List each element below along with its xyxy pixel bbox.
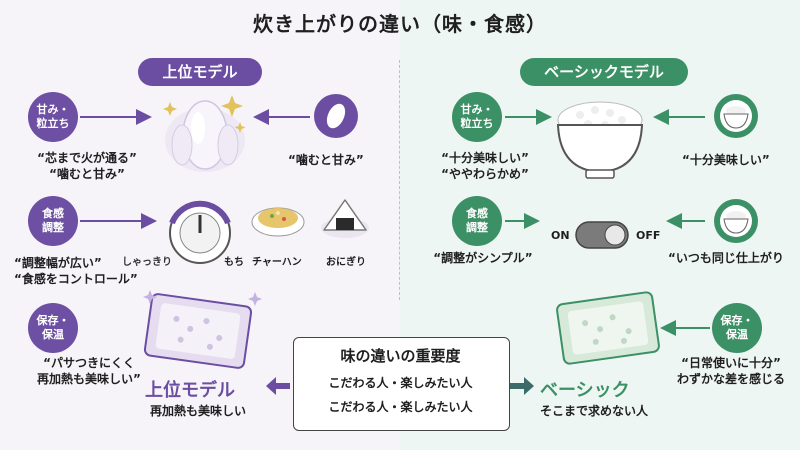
sparkle-icon [163, 95, 246, 133]
premium-bottom-caption: 再加熱も美味しい [150, 404, 247, 418]
onigiri-icon [321, 199, 369, 238]
rice-pack-icon [143, 293, 253, 369]
premium-bottom-label: 上位モデル [145, 380, 235, 401]
dial-icon [169, 200, 231, 264]
importance-line-1: こだわる人・楽しみたい人 [328, 376, 473, 390]
premium-label-storage: 保存・ 保温 [28, 303, 78, 353]
premium-graphics [80, 94, 369, 395]
basic-label-sweetness: 甘み・ 粒立ち [452, 92, 502, 142]
premium-sweetness-quote: “芯まで火が通る” “噛むと甘み” [37, 151, 137, 182]
switch-off-label: OFF [636, 229, 661, 242]
basic-label-storage: 保存・ 保温 [712, 303, 762, 353]
importance-title: 味の違いの重要度 [340, 347, 461, 365]
basic-texture-right-caption: “いつも同じ仕上がり [668, 251, 784, 265]
basic-bottom-caption: そこまで求めない人 [540, 404, 649, 418]
arrow-to-premium [266, 377, 290, 395]
dial-label-soft: もち [224, 257, 244, 268]
basic-model-header: ベーシックモデル [520, 58, 688, 86]
rice-pack-icon [556, 291, 660, 365]
toggle-switch-icon [575, 221, 629, 249]
importance-box [293, 337, 510, 431]
rice-grain-icon [165, 100, 245, 172]
basic-storage-quote: “日常使いに十分” わずかな差を感じる [676, 356, 785, 387]
importance-line-2: こだわる人・楽しみたい人 [328, 400, 473, 414]
basic-bottom-label: ベーシック [540, 380, 630, 401]
sparkle-small-icon [143, 290, 262, 306]
fried-rice-icon [251, 207, 305, 237]
rice-bowl-small-icon-2 [714, 199, 758, 243]
premium-texture-quote: “調整幅が広い” “食感をコントロール” [14, 256, 138, 287]
basic-label-texture: 食感 調整 [452, 196, 502, 246]
basic-sweetness-quote: “十分美味しい” “ややわらかめ” [441, 151, 529, 182]
premium-model-header: 上位モデル [138, 58, 262, 86]
arrow-to-basic [510, 377, 534, 395]
center-divider [399, 60, 401, 300]
dial-label-firm: しゃっきり [122, 257, 172, 268]
rice-bowl-icon [556, 101, 644, 179]
fried-rice-label: チャーハン [252, 257, 302, 268]
premium-label-sweetness: 甘み・ 粒立ち [28, 92, 78, 142]
basic-texture-quote: “調整がシンプル” [433, 251, 533, 265]
basic-sweetness-right-caption: “十分美味しい” [682, 153, 770, 167]
premium-storage-quote: “パサつきにくく 再加熱も美味しい” [37, 356, 141, 387]
onigiri-label: おにぎり [326, 257, 366, 268]
basic-graphics [505, 94, 758, 395]
rice-grain-small-icon [314, 94, 358, 138]
premium-sweetness-right-caption: “噛むと甘み” [288, 153, 364, 167]
switch-on-label: ON [551, 229, 570, 242]
page-title: 炊き上がりの違い（味・食感） [253, 12, 547, 36]
premium-label-texture: 食感 調整 [28, 196, 78, 246]
rice-bowl-small-icon [714, 94, 758, 138]
